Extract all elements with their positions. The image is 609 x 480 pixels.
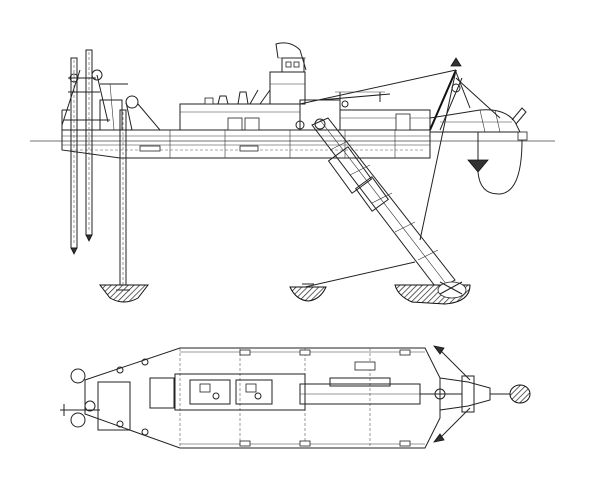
hull-plan — [84, 347, 441, 449]
anchor-boom — [429, 107, 528, 141]
stern-spuds — [60, 368, 131, 431]
plan-view — [60, 345, 531, 449]
a-frame-gantry — [299, 57, 501, 241]
central-machinery — [149, 373, 306, 411]
cutter-head — [394, 281, 471, 305]
deck-fittings — [204, 91, 391, 108]
bow-cutter-plan — [433, 345, 531, 443]
walking-spud — [98, 95, 161, 303]
hull-side — [61, 129, 431, 159]
side-elevation-view — [30, 42, 555, 305]
cutter-ladder — [295, 117, 456, 291]
deck-bollards-plan — [116, 349, 411, 447]
ladder-well-plan — [299, 361, 462, 405]
stern-frame — [61, 83, 128, 150]
swing-anchor — [289, 261, 416, 302]
deck-house — [179, 99, 431, 131]
spud-poles — [61, 49, 123, 255]
hanging-anchor — [467, 132, 523, 195]
wheelhouse — [249, 42, 307, 105]
